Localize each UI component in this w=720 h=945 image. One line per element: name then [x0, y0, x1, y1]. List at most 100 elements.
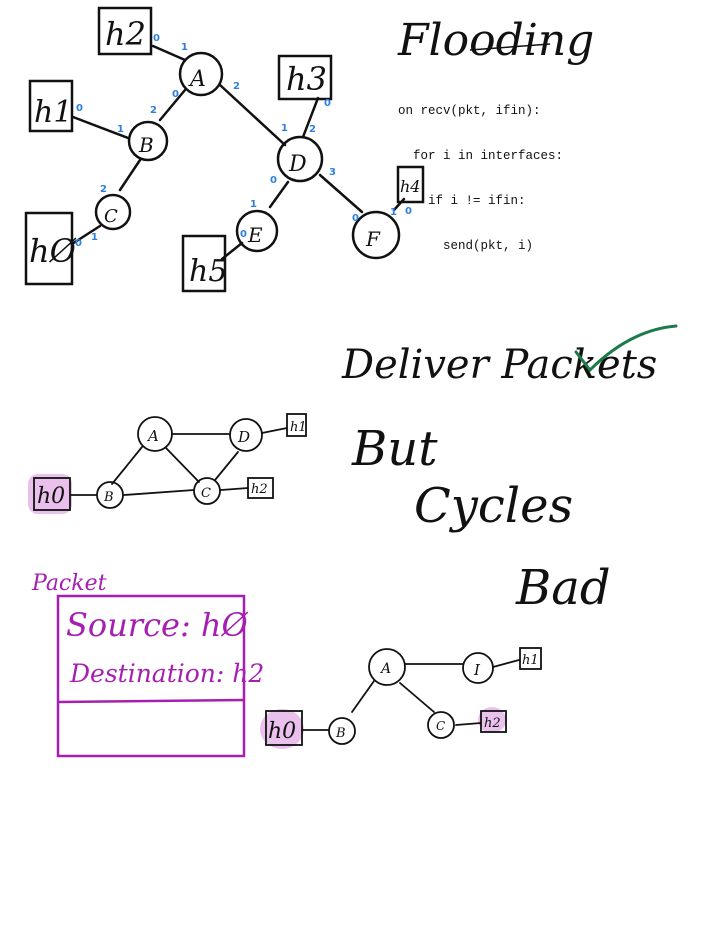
host-h0-highlight	[260, 709, 304, 749]
port-label: 1	[91, 232, 98, 243]
node-c	[427, 711, 455, 739]
port-label: 1	[117, 124, 124, 135]
pseudocode-line: for i in interfaces:	[398, 149, 564, 163]
port-label: 0	[405, 206, 412, 217]
packet-box	[56, 594, 246, 758]
slogan-cycles: Cycles	[414, 478, 573, 534]
link-c-h0	[70, 224, 102, 246]
host-h0-label: h0	[268, 719, 296, 744]
link-c-h2	[220, 487, 249, 491]
port-labels: 0 1 2 0 1 2 0 2 1 0 1 2 0 3 1 0 0 0 1 0	[75, 33, 412, 249]
packet-source: Source: hØ	[66, 606, 249, 644]
node-a	[137, 416, 173, 452]
host-h2-label: h2	[251, 482, 268, 497]
node-a	[368, 648, 406, 686]
topology-middle: A D B C h1 h0 h2	[28, 413, 307, 514]
title-underline	[469, 43, 551, 51]
link-h3-d	[301, 96, 320, 139]
host-h0-label: h0	[37, 484, 65, 509]
port-label: 0	[153, 33, 160, 44]
packet-heading: Packet	[31, 571, 107, 596]
link-h1-b	[71, 115, 130, 140]
topology-bottom: A I B C h1 h0 h2	[260, 647, 542, 749]
slogan-deliver-packets: Deliver Packets	[341, 342, 657, 388]
host-box-h1	[519, 647, 542, 670]
node-c-label: C	[104, 206, 118, 227]
link-a-b	[351, 680, 375, 713]
host-box-h2	[247, 477, 274, 499]
host-box-h1	[286, 413, 307, 437]
port-label: 0	[324, 98, 331, 109]
node-c-label: C	[436, 719, 445, 733]
host-box-h5	[181, 234, 227, 293]
host-box-h0	[33, 477, 71, 511]
host-h2-label: h2	[484, 716, 501, 731]
node-b	[328, 717, 356, 745]
port-label: 1	[390, 207, 397, 218]
node-d-label: D	[237, 428, 250, 446]
host-h0-label: hØ	[29, 232, 77, 270]
host-box-h4	[396, 165, 425, 204]
slogan-group: Deliver Packets But Cycles Bad	[341, 324, 678, 616]
host-h0-highlight	[28, 474, 72, 514]
packet-group: Packet Source: hØ Destination: h2	[31, 571, 264, 758]
packet-header-divider	[57, 698, 245, 704]
port-label: 0	[270, 175, 277, 186]
node-a	[178, 51, 224, 97]
pseudocode-block: on recv(pkt, ifin): for i in interfaces:…	[398, 74, 563, 269]
link-i-h1	[492, 659, 520, 668]
host-box-h3	[277, 54, 333, 101]
port-label: 1	[281, 123, 288, 134]
host-h1-label: h1	[290, 420, 307, 435]
link-d-f	[318, 173, 364, 214]
topology-top	[24, 6, 425, 293]
host-h4-label: h4	[400, 177, 420, 196]
link-c-h2	[455, 722, 482, 726]
port-label: 0	[240, 229, 247, 240]
link-a-c	[165, 447, 200, 483]
host-box-h2	[97, 6, 153, 56]
node-a-label: A	[188, 67, 206, 92]
port-label: 0	[172, 89, 179, 100]
node-d	[276, 135, 324, 183]
host-h5-label: h5	[189, 254, 227, 289]
port-label: 0	[75, 238, 82, 249]
node-b-label: B	[103, 490, 114, 505]
port-label: 0	[352, 213, 359, 224]
link-d-c	[214, 451, 239, 481]
node-d-label: D	[288, 152, 307, 177]
port-label: 2	[309, 124, 316, 135]
node-b-label: B	[335, 726, 346, 741]
topology-top-labels: A B C D E F h2 h1 hØ h3 h4 h5	[29, 15, 420, 289]
node-a-label: A	[146, 427, 159, 445]
node-d	[229, 418, 263, 452]
slogan-bad: Bad	[515, 560, 611, 616]
node-c	[94, 193, 132, 231]
link-a-d	[218, 83, 287, 147]
node-f	[351, 210, 401, 260]
host-h2-label: h2	[105, 15, 146, 53]
node-b	[127, 120, 169, 162]
host-box-h0	[24, 211, 74, 286]
link-a-c	[399, 682, 435, 713]
host-box-h1	[28, 79, 74, 133]
slogan-but: But	[351, 421, 438, 477]
port-label: 2	[100, 184, 107, 195]
link-a-b	[158, 88, 187, 122]
node-i-label: I	[473, 661, 481, 679]
packet-destination: Destination: h2	[69, 659, 264, 688]
host-box-h0	[265, 710, 303, 746]
node-e	[235, 209, 279, 253]
node-b-label: B	[138, 133, 154, 157]
host-h1-label: h1	[34, 95, 72, 130]
port-label: 1	[250, 199, 257, 210]
link-b-c	[118, 158, 142, 192]
checkmark-icon	[574, 324, 678, 373]
link-b-c	[123, 489, 195, 496]
node-c	[193, 477, 221, 505]
node-a-label: A	[379, 661, 391, 677]
pseudocode-line: send(pkt, i)	[398, 239, 534, 253]
node-b	[96, 481, 124, 509]
node-e-label: E	[247, 223, 263, 247]
